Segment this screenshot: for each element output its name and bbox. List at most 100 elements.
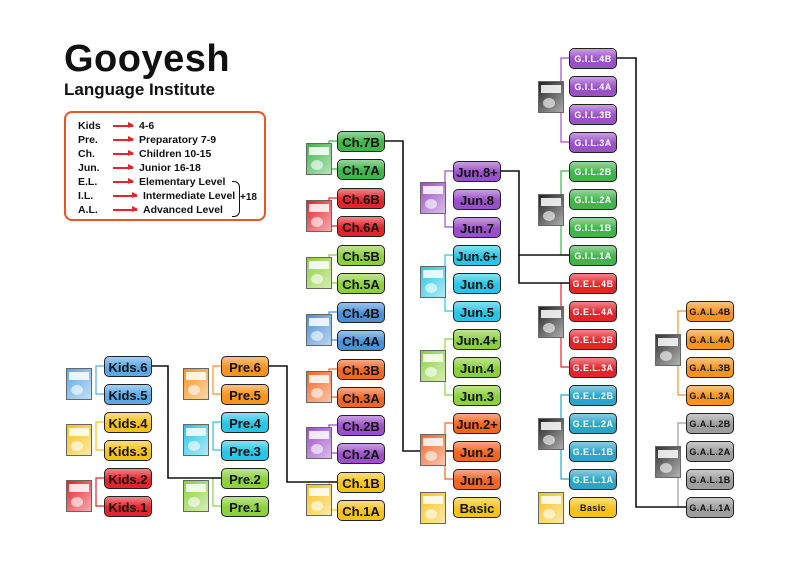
level-kids-5[interactable]: Kids.5 xyxy=(104,384,152,405)
level-kids-6[interactable]: Kids.6 xyxy=(104,356,152,377)
book-title-strip xyxy=(69,372,89,380)
level-ch-7a[interactable]: Ch.7A xyxy=(337,159,385,180)
book-illustration xyxy=(543,211,555,221)
book-illustration xyxy=(660,351,672,361)
level-basic[interactable]: Basic xyxy=(453,497,501,518)
level-g-a-l-3a[interactable]: G.A.L.3A xyxy=(686,385,734,406)
level-pre-5[interactable]: Pre.5 xyxy=(221,384,269,405)
level-kids-1[interactable]: Kids.1 xyxy=(104,496,152,517)
level-jun-4[interactable]: Jun.4 xyxy=(453,357,501,378)
book-title-strip xyxy=(309,488,329,496)
book-title-strip xyxy=(186,484,206,492)
legend-abbr: E.L. xyxy=(78,176,98,188)
level-g-a-l-4a[interactable]: G.A.L.4A xyxy=(686,329,734,350)
book-illustration xyxy=(71,441,83,451)
level-g-e-l-1a[interactable]: G.E.L.1A xyxy=(569,469,617,490)
level-ch-5b[interactable]: Ch.5B xyxy=(337,245,385,266)
level-jun-6[interactable]: Jun.6 xyxy=(453,273,501,294)
ch-book-icon xyxy=(306,484,332,516)
legend-desc: 4-6 xyxy=(139,120,155,132)
level-g-i-l-2b[interactable]: G.I.L.2B xyxy=(569,161,617,182)
book-illustration xyxy=(660,463,672,473)
level-ch-6b[interactable]: Ch.6B xyxy=(337,188,385,209)
level-ch-3b[interactable]: Ch.3B xyxy=(337,359,385,380)
level-jun-1[interactable]: Jun.1 xyxy=(453,469,501,490)
book-illustration xyxy=(311,217,323,227)
book-illustration xyxy=(311,501,323,511)
book-title-strip xyxy=(69,484,89,492)
book-title-strip xyxy=(541,85,561,93)
level-g-e-l-2b[interactable]: G.E.L.2B xyxy=(569,385,617,406)
level-jun-6[interactable]: Jun.6+ xyxy=(453,245,501,266)
level-g-i-l-3b[interactable]: G.I.L.3B xyxy=(569,104,617,125)
legend-abbr: Kids xyxy=(78,120,101,132)
level-jun-2[interactable]: Jun.2 xyxy=(453,441,501,462)
level-basic[interactable]: Basic xyxy=(569,497,617,518)
legend-abbr: I.L. xyxy=(78,190,94,202)
connector xyxy=(95,365,104,395)
level-g-e-l-4a[interactable]: G.E.L.4A xyxy=(569,301,617,322)
book-title-strip xyxy=(658,450,678,458)
level-g-a-l-3b[interactable]: G.A.L.3B xyxy=(686,357,734,378)
level-ch-4a[interactable]: Ch.4A xyxy=(337,330,385,351)
book-illustration xyxy=(543,323,555,333)
book-illustration xyxy=(188,441,200,451)
legend-desc: Children 10-15 xyxy=(139,148,212,160)
level-pre-6[interactable]: Pre.6 xyxy=(221,356,269,377)
level-g-i-l-1a[interactable]: G.I.L.1A xyxy=(569,245,617,266)
level-g-i-l-1b[interactable]: G.I.L.1B xyxy=(569,217,617,238)
level-kids-3[interactable]: Kids.3 xyxy=(104,440,152,461)
level-g-i-l-4b[interactable]: G.I.L.4B xyxy=(569,48,617,69)
arrow-icon xyxy=(113,122,134,128)
level-jun-4[interactable]: Jun.4+ xyxy=(453,329,501,350)
level-jun-3[interactable]: Jun.3 xyxy=(453,385,501,406)
book-illustration xyxy=(425,199,437,209)
level-g-i-l-4a[interactable]: G.I.L.4A xyxy=(569,76,617,97)
level-kids-4[interactable]: Kids.4 xyxy=(104,412,152,433)
level-ch-6a[interactable]: Ch.6A xyxy=(337,216,385,237)
connector xyxy=(95,477,104,507)
level-ch-3a[interactable]: Ch.3A xyxy=(337,387,385,408)
level-g-e-l-2a[interactable]: G.E.L.2A xyxy=(569,413,617,434)
level-pre-2[interactable]: Pre.2 xyxy=(221,468,269,489)
level-jun-7[interactable]: Jun.7 xyxy=(453,217,501,238)
level-pre-3[interactable]: Pre.3 xyxy=(221,440,269,461)
level-jun-8[interactable]: Jun.8 xyxy=(453,189,501,210)
level-pre-4[interactable]: Pre.4 xyxy=(221,412,269,433)
level-g-a-l-2b[interactable]: G.A.L.2B xyxy=(686,413,734,434)
level-g-i-l-2a[interactable]: G.I.L.2A xyxy=(569,189,617,210)
level-g-e-l-4b[interactable]: G.E.L.4B xyxy=(569,273,617,294)
level-ch-4b[interactable]: Ch.4B xyxy=(337,302,385,323)
level-g-e-l-3b[interactable]: G.E.L.3B xyxy=(569,329,617,350)
level-ch-1b[interactable]: Ch.1B xyxy=(337,472,385,493)
book-illustration xyxy=(311,331,323,341)
connector xyxy=(518,255,569,284)
level-jun-2[interactable]: Jun.2+ xyxy=(453,413,501,434)
book-illustration xyxy=(311,160,323,170)
level-kids-2[interactable]: Kids.2 xyxy=(104,468,152,489)
level-pre-1[interactable]: Pre.1 xyxy=(221,496,269,517)
level-g-a-l-2a[interactable]: G.A.L.2A xyxy=(686,441,734,462)
level-g-a-l-4b[interactable]: G.A.L.4B xyxy=(686,301,734,322)
arrow-icon xyxy=(113,192,138,198)
adult-note: +18 xyxy=(240,192,257,203)
level-jun-8[interactable]: Jun.8+ xyxy=(453,161,501,182)
connector xyxy=(212,421,221,451)
book-title-strip xyxy=(423,186,443,194)
level-g-i-l-3a[interactable]: G.I.L.3A xyxy=(569,132,617,153)
level-ch-1a[interactable]: Ch.1A xyxy=(337,500,385,521)
level-g-a-l-1b[interactable]: G.A.L.1B xyxy=(686,469,734,490)
legend-desc: Elementary Level xyxy=(139,176,226,188)
level-g-a-l-1a[interactable]: G.A.L.1A xyxy=(686,497,734,518)
level-g-e-l-1b[interactable]: G.E.L.1B xyxy=(569,441,617,462)
level-jun-5[interactable]: Jun.5 xyxy=(453,301,501,322)
level-ch-5a[interactable]: Ch.5A xyxy=(337,273,385,294)
level-g-e-l-3a[interactable]: G.E.L.3A xyxy=(569,357,617,378)
level-ch-2b[interactable]: Ch.2B xyxy=(337,415,385,436)
book-illustration xyxy=(425,283,437,293)
level-ch-2a[interactable]: Ch.2A xyxy=(337,443,385,464)
kids-book-icon xyxy=(66,424,92,456)
top-notch-book-icon xyxy=(538,194,564,226)
level-ch-7b[interactable]: Ch.7B xyxy=(337,131,385,152)
book-title-strip xyxy=(658,338,678,346)
